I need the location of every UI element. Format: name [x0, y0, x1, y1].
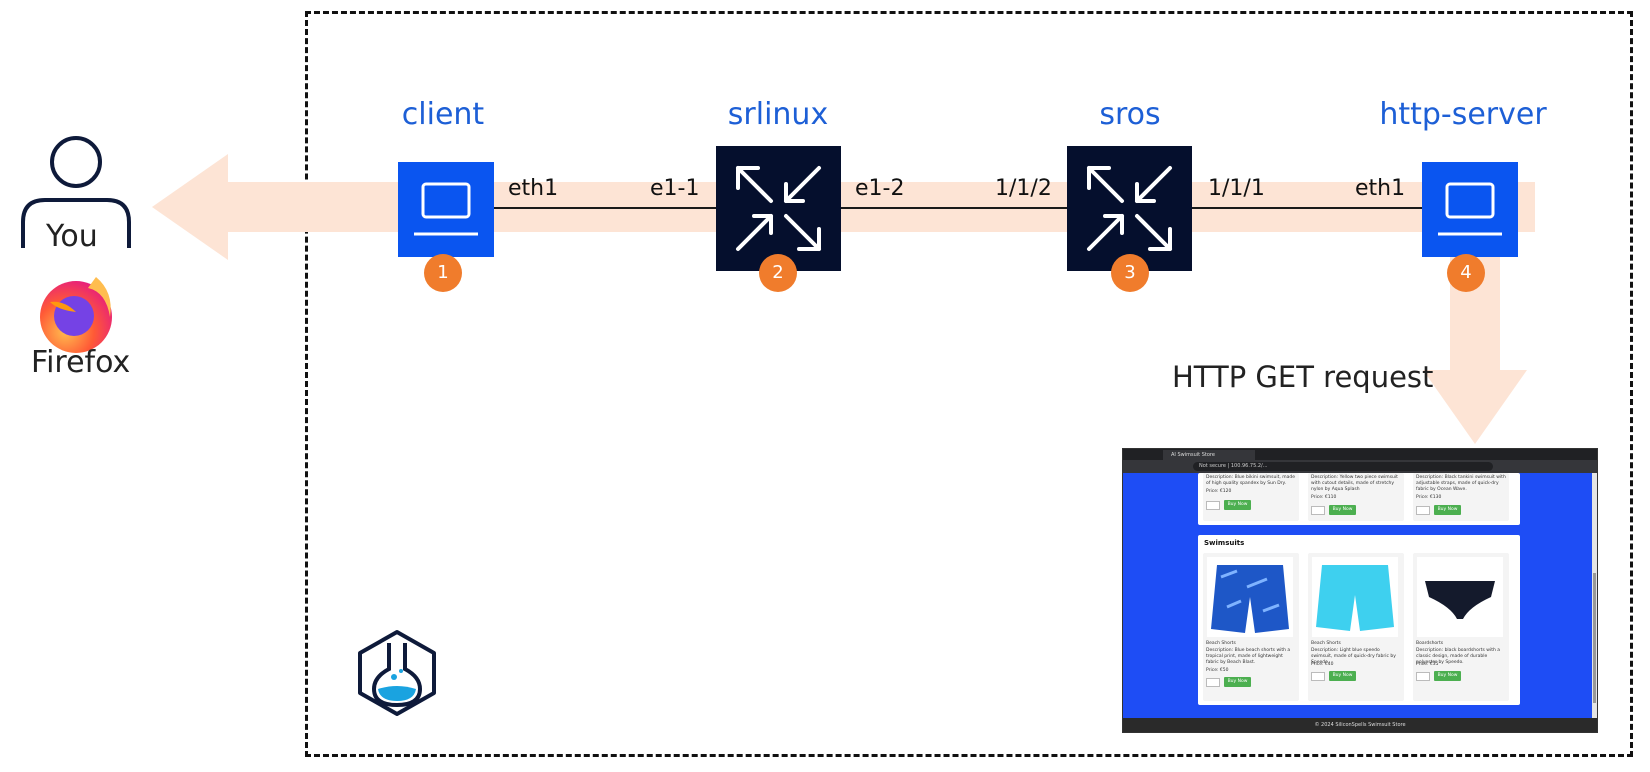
quantity-field[interactable] [1206, 678, 1220, 687]
step-badge-4: 4 [1447, 254, 1485, 292]
browser-toolbar: Not secure | 100.96.75.2/... [1123, 460, 1597, 473]
step-badge-2: 2 [759, 254, 797, 292]
product-price: Price: €130 [1416, 495, 1442, 500]
if-srlinux-e1-2: e1-2 [855, 176, 905, 201]
node-srlinux[interactable] [716, 146, 841, 271]
lab-boundary [305, 11, 1633, 757]
quantity-field[interactable] [1311, 506, 1325, 515]
buy-now-button[interactable]: Buy Now [1224, 677, 1251, 687]
scrollbar[interactable] [1592, 473, 1597, 720]
buy-now-button[interactable]: Buy Now [1224, 500, 1251, 510]
step-badge-1: 1 [424, 254, 462, 292]
product-name: Boardshorts [1416, 641, 1444, 646]
product-description: Description: black boardshorts with a cl… [1416, 648, 1501, 665]
product-description: Description: Blue bikini swimsuit, made … [1206, 475, 1295, 486]
user-icon [21, 136, 131, 248]
link-sros-http-server [1192, 207, 1422, 209]
node-label-http-server: http-server [1379, 97, 1547, 132]
step-badge-3: 3 [1111, 254, 1149, 292]
link-srlinux-sros [841, 207, 1067, 209]
buy-now-button[interactable]: Buy Now [1434, 505, 1461, 515]
page-footer: © 2024 SiliconSpells Swimsuit Store [1123, 718, 1597, 732]
product-description: Description: Black tankini swimsuit with… [1416, 475, 1506, 492]
laptop-icon [414, 182, 478, 236]
node-label-srlinux: srlinux [727, 97, 829, 132]
buy-now-button[interactable]: Buy Now [1329, 671, 1356, 681]
buy-now-button[interactable]: Buy Now [1329, 505, 1356, 515]
product-description: Description: Light blue speedo swimsuit,… [1311, 648, 1396, 665]
http-request-label: HTTP GET request [1172, 360, 1434, 394]
product-price: Price: €120 [1206, 489, 1232, 494]
product-image-blue-shorts [1207, 557, 1293, 637]
if-sros-1-1-2: 1/1/2 [995, 176, 1052, 201]
node-label-client: client [401, 97, 485, 132]
response-flow-arrow-head [1423, 370, 1527, 444]
user-label: You [46, 219, 98, 254]
if-client-eth1: eth1 [508, 176, 559, 201]
containerlab-logo [358, 630, 436, 716]
firefox-icon [40, 277, 112, 353]
product-price: Price: €50 [1206, 668, 1229, 673]
node-label-sros: sros [1099, 97, 1161, 132]
router-icon [1087, 166, 1172, 251]
quantity-field[interactable] [1311, 672, 1325, 681]
scrollbar-thumb[interactable] [1593, 573, 1596, 703]
product-name: Beach Shorts [1206, 641, 1236, 646]
browser-tab-bar: AI Swimsuit Store [1123, 449, 1597, 460]
buy-now-button[interactable]: Buy Now [1434, 671, 1461, 681]
node-http-server[interactable] [1422, 162, 1518, 257]
quantity-field[interactable] [1416, 672, 1430, 681]
laptop-icon [1438, 182, 1502, 236]
quantity-field[interactable] [1206, 501, 1220, 510]
webshop-screenshot: AI Swimsuit Store Not secure | 100.96.75… [1122, 448, 1598, 733]
router-icon [736, 166, 821, 251]
browser-tab[interactable]: AI Swimsuit Store [1163, 450, 1255, 460]
if-http-server-eth1: eth1 [1355, 176, 1406, 201]
section-title: Swimsuits [1204, 539, 1245, 547]
node-client[interactable] [398, 162, 494, 257]
address-bar[interactable]: Not secure | 100.96.75.2/... [1193, 462, 1493, 471]
node-sros[interactable] [1067, 146, 1192, 271]
link-client-srlinux [494, 207, 716, 209]
product-description: Description: Yellow two piece swimsuit w… [1311, 475, 1398, 492]
traffic-flow-arrow-head [152, 154, 228, 260]
product-card [1203, 473, 1299, 521]
product-name: Beach Shorts [1311, 641, 1341, 646]
product-image-black-briefs [1417, 557, 1503, 637]
product-image-light-blue-shorts [1312, 557, 1398, 637]
product-price: Price: €40 [1311, 662, 1334, 667]
browser-label: Firefox [31, 345, 131, 380]
product-price: Price: €110 [1311, 495, 1337, 500]
if-srlinux-e1-1: e1-1 [650, 176, 700, 201]
product-description: Description: Blue beach shorts with a tr… [1206, 648, 1291, 665]
if-sros-1-1-1: 1/1/1 [1208, 176, 1265, 201]
product-price: Price: €35 [1416, 662, 1439, 667]
quantity-field[interactable] [1416, 506, 1430, 515]
